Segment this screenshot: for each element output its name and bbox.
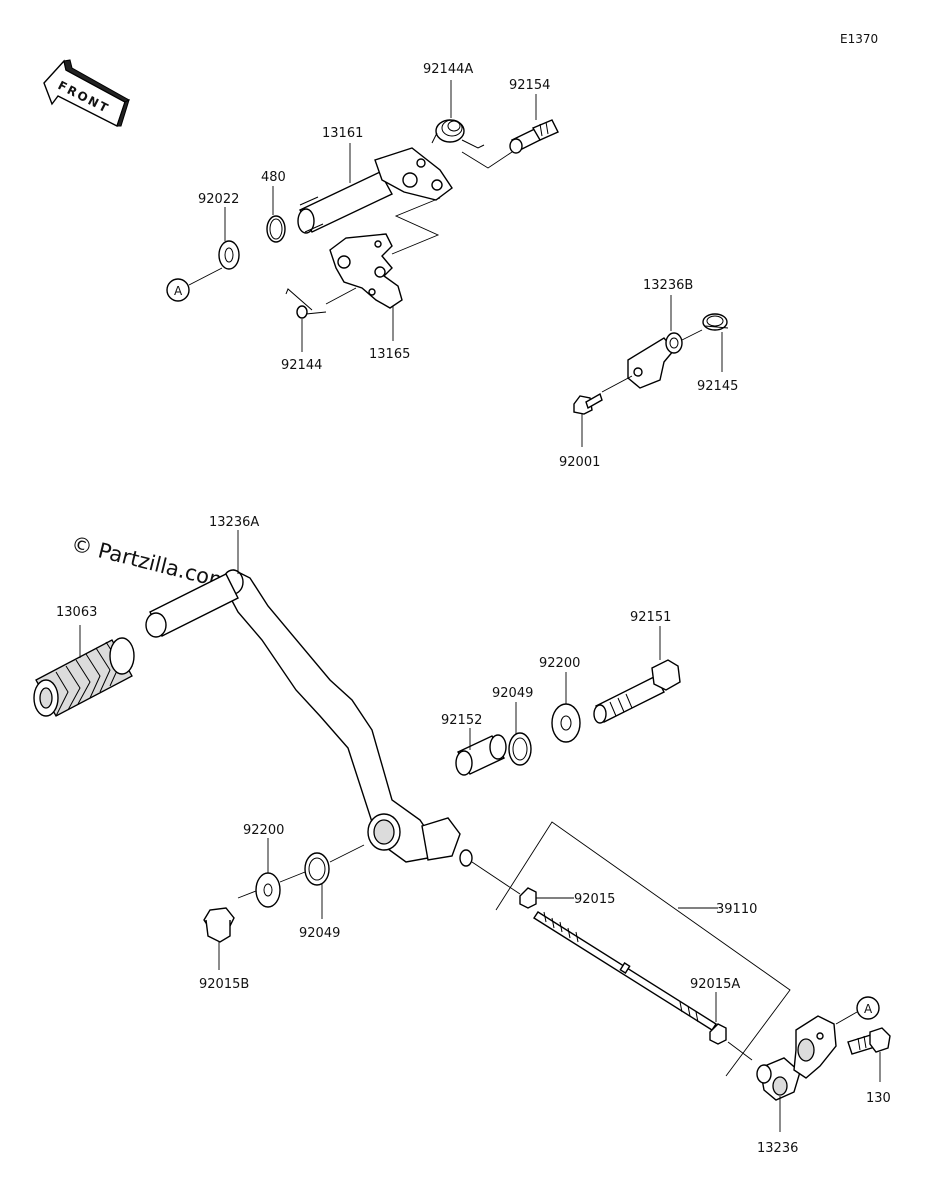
pedal-rubber-13063[interactable] bbox=[33, 637, 135, 717]
seal-92049-upper[interactable] bbox=[508, 732, 532, 766]
callout-92049-lower[interactable]: 92049 bbox=[299, 926, 340, 941]
ref-marker-lower[interactable] bbox=[856, 996, 880, 1020]
callout-92022[interactable]: 92022 bbox=[198, 192, 239, 207]
callout-92015B[interactable]: 92015B bbox=[199, 977, 249, 992]
callout-39110[interactable]: 39110 bbox=[716, 902, 757, 917]
leader-13236B-to-92145 bbox=[681, 329, 703, 341]
circlip-480[interactable] bbox=[266, 215, 286, 243]
callout-92015[interactable]: 92015 bbox=[574, 892, 615, 907]
leader-ref-lower bbox=[835, 1011, 858, 1025]
spring-clip-92145[interactable] bbox=[702, 313, 729, 331]
leader-washer-to-seal bbox=[279, 871, 306, 883]
leader-pedal-to-nut bbox=[471, 861, 521, 895]
collar-92152[interactable] bbox=[455, 734, 507, 776]
bolt-92001[interactable] bbox=[573, 392, 603, 415]
leader-spring-to-arm bbox=[325, 287, 357, 305]
callout-92015A[interactable]: 92015A bbox=[690, 977, 740, 992]
pin-92154[interactable] bbox=[509, 119, 559, 154]
seal-92049-lower[interactable] bbox=[304, 852, 330, 886]
callout-13063[interactable]: 13063 bbox=[56, 605, 97, 620]
washer-92200-lower[interactable] bbox=[255, 872, 281, 908]
leader-spring-to-pin bbox=[461, 151, 513, 169]
leader-seal-to-pedal bbox=[329, 844, 365, 863]
callout-13236B[interactable]: 13236B bbox=[643, 278, 693, 293]
diagram-code: E1370 bbox=[840, 32, 878, 46]
nut-92015B[interactable] bbox=[203, 907, 235, 943]
washer-92022[interactable] bbox=[218, 240, 240, 270]
nut-92015A[interactable] bbox=[709, 1023, 727, 1045]
callout-13161[interactable]: 13161 bbox=[322, 126, 363, 141]
callout-92144[interactable]: 92144 bbox=[281, 358, 322, 373]
callout-92152[interactable]: 92152 bbox=[441, 713, 482, 728]
shift-lever-13236[interactable] bbox=[756, 1015, 837, 1101]
callout-92144A[interactable]: 92144A bbox=[423, 62, 473, 77]
spring-92144[interactable] bbox=[285, 288, 327, 319]
callout-92001[interactable]: 92001 bbox=[559, 455, 600, 470]
shift-arm-13236B[interactable] bbox=[627, 332, 683, 389]
leader-nut-to-washer bbox=[237, 890, 257, 899]
nut-92015[interactable] bbox=[519, 887, 537, 909]
callout-92145[interactable]: 92145 bbox=[697, 379, 738, 394]
callout-92200-lower[interactable]: 92200 bbox=[243, 823, 284, 838]
shift-shaft-13161[interactable] bbox=[297, 147, 453, 234]
leader-nut-to-joint bbox=[727, 1041, 753, 1061]
tie-rod[interactable] bbox=[533, 911, 717, 1031]
leader-ref-upper bbox=[188, 267, 223, 286]
leader-shaft-to-arm bbox=[391, 197, 441, 255]
callout-130[interactable]: 130 bbox=[866, 1091, 891, 1106]
front-arrow-icon: FRONT bbox=[43, 59, 131, 127]
callout-92151[interactable]: 92151 bbox=[630, 610, 671, 625]
ref-marker-lower-label: A bbox=[864, 1002, 873, 1016]
callout-13236A[interactable]: 13236A bbox=[209, 515, 259, 530]
bolt-130[interactable] bbox=[847, 1027, 891, 1055]
shift-arm-13165[interactable] bbox=[329, 233, 403, 309]
shift-pedal-13236A[interactable] bbox=[145, 569, 473, 867]
callout-92200-upper[interactable]: 92200 bbox=[539, 656, 580, 671]
ref-marker-upper[interactable] bbox=[166, 278, 190, 302]
callout-13165[interactable]: 13165 bbox=[369, 347, 410, 362]
callout-480[interactable]: 480 bbox=[261, 170, 286, 185]
spring-92144A[interactable] bbox=[431, 119, 485, 149]
washer-92200-upper[interactable] bbox=[551, 703, 581, 743]
leader-bolt-to-arm bbox=[601, 375, 633, 393]
callout-13236[interactable]: 13236 bbox=[757, 1141, 798, 1156]
ref-marker-upper-label: A bbox=[174, 284, 183, 298]
bolt-92151[interactable] bbox=[593, 659, 681, 724]
bracket-39110 bbox=[495, 821, 791, 1077]
callout-92049-upper[interactable]: 92049 bbox=[492, 686, 533, 701]
callout-92154[interactable]: 92154 bbox=[509, 78, 550, 93]
